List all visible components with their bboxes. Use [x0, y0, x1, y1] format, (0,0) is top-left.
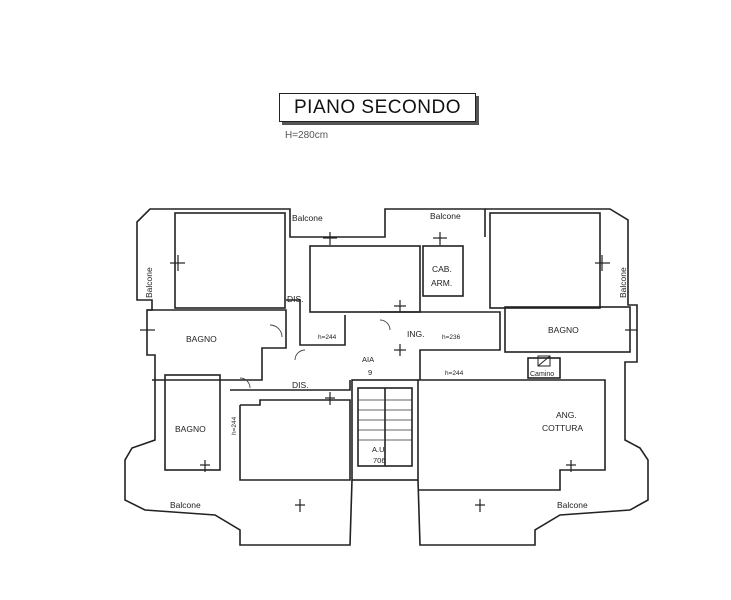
label-h244-right: h=244	[445, 370, 464, 377]
wall-dis-lower	[230, 380, 351, 391]
room-bagno-small	[164, 374, 221, 471]
room-ang-cottura	[418, 379, 606, 491]
label-h236: h=236	[442, 334, 461, 341]
label-balcone-top-right: Balcone	[430, 211, 461, 221]
room-cab-arm	[422, 245, 464, 297]
room-labels: Balcone Balcone Balcone Balcone Balcone …	[144, 211, 628, 510]
room-mid-top	[309, 245, 421, 313]
wall-ing	[380, 311, 501, 380]
plan-title: PIANO SECONDO	[279, 93, 476, 122]
wall-top-left	[175, 208, 400, 238]
label-bagno-small: BAGNO	[175, 424, 206, 434]
label-h244-vertical: h=244	[231, 416, 238, 435]
label-balcone-top-left: Balcone	[292, 213, 323, 223]
room-bedroom-left	[174, 212, 286, 309]
door-swings	[239, 319, 391, 389]
room-living-left	[239, 399, 351, 481]
label-bagno-left: BAGNO	[186, 334, 217, 344]
label-balcone-left: Balcone	[144, 267, 154, 298]
label-dis-upper: DIS.	[287, 294, 304, 304]
plan-title-text: PIANO SECONDO	[294, 96, 461, 118]
window-marks	[140, 232, 637, 512]
wall-left-perimeter	[124, 208, 353, 546]
label-balcone-bottom-left: Balcone	[170, 500, 201, 510]
label-aia: AIA	[362, 355, 374, 364]
height-labels: h=244 h=236 h=244 h=244	[231, 334, 464, 435]
label-au-number: 706	[373, 456, 386, 465]
label-aia-number: 9	[368, 368, 372, 377]
label-ing: ING.	[407, 329, 424, 339]
label-dis-lower: DIS.	[292, 380, 309, 390]
label-au: A.U.	[372, 445, 387, 454]
label-bagno-right: BAGNO	[548, 325, 579, 335]
walls	[124, 208, 649, 546]
camino-icon	[537, 355, 551, 367]
label-camino: Camino	[530, 371, 554, 378]
label-h244-center: h=244	[318, 334, 337, 341]
camino-box	[527, 357, 561, 379]
label-cottura: COTTURA	[542, 423, 583, 433]
height-note: H=280cm	[285, 130, 329, 141]
stair-treads	[358, 399, 412, 441]
label-ang: ANG.	[556, 410, 577, 420]
label-balcone-bottom-right: Balcone	[557, 500, 588, 510]
label-cab: CAB.	[432, 264, 452, 274]
wall-right-perimeter	[417, 208, 649, 546]
wall-dis-upper	[286, 299, 346, 346]
label-balcone-right: Balcone	[618, 267, 628, 298]
room-bagno-left	[147, 309, 287, 381]
stairwell	[351, 379, 419, 481]
label-arm: ARM.	[431, 278, 452, 288]
room-bedroom-right	[489, 212, 601, 309]
